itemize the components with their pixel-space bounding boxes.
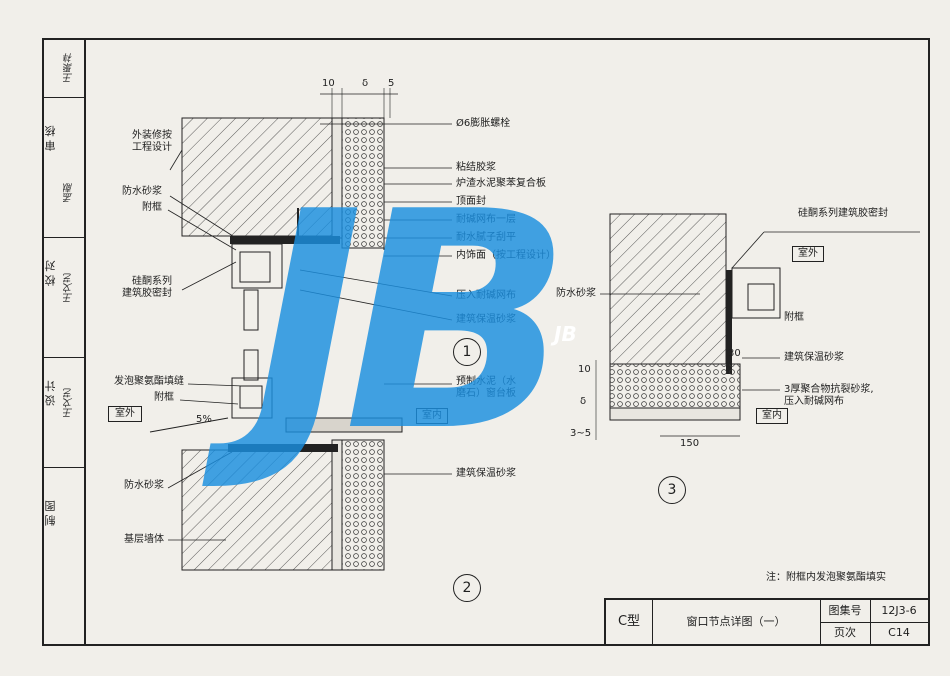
title-type: C型 [606, 600, 653, 644]
label-base-wall: 基层墙体 [124, 534, 164, 545]
drawing-note: 注：附框内发泡聚氨酯填实 [766, 572, 886, 583]
label-silicone: 硅酮系列 建筑胶密封 [122, 276, 172, 299]
page-label: 页次 [820, 622, 871, 644]
atlas-label: 图集号 [820, 600, 871, 623]
label-mortar-3: 建筑保温砂浆 [784, 352, 844, 363]
dim-150: 150 [680, 438, 700, 449]
watermark-logo: JB [252, 148, 572, 497]
dim-3-5: 3~5 [570, 428, 592, 439]
label-board: 炉渣水泥聚苯复合板 [456, 178, 546, 189]
drawing-frame [42, 38, 930, 646]
label-slope: 5% [196, 414, 212, 425]
label-glue: 粘结胶浆 [456, 162, 496, 173]
label-anticrack: 3厚聚合物抗裂砂浆, 压入耐碱网布 [784, 384, 874, 407]
label-waterproof-mortar-2: 防水砂浆 [124, 480, 164, 491]
label-waterproof-3: 防水砂浆 [556, 288, 596, 299]
dim-delta: δ [580, 396, 587, 407]
label-putty: 耐水腻子刮平 [456, 232, 516, 243]
label-foam-fill: 发泡聚氨酯填缝 [114, 376, 184, 387]
detail-3-drawing [595, 213, 920, 440]
label-subframe: 附框 [142, 202, 162, 213]
label-mesh: 耐碱网布一层 [456, 214, 516, 225]
title-block: C型 窗口节点详图（一） 图集号 12J3-6 页次 C14 [604, 598, 930, 646]
label-subframe-2: 附框 [154, 392, 174, 403]
label-top-seal: 顶面封 [456, 196, 486, 207]
page-number: C14 [888, 626, 910, 639]
label-indoor-3: 室内 [756, 408, 788, 424]
label-indoor: 室内 [416, 408, 448, 424]
label-exterior-decor: 外装修按 工程设计 [132, 130, 172, 153]
watermark-small-text: JB [554, 322, 577, 346]
detail-2-marker: 2 [453, 574, 481, 602]
sidebar-top-cell: 王聚祥 [42, 38, 84, 98]
title-text: 窗口节点详图（一） [652, 600, 821, 644]
label-outdoor: 室外 [108, 406, 142, 422]
label-bolt: Ø6膨胀螺栓 [456, 118, 511, 129]
label-outdoor-3: 室外 [792, 246, 824, 262]
label-press-mesh: 压入耐碱网布 [456, 290, 516, 301]
dim-label: δ [362, 78, 369, 89]
label-interior: 内饰面（按工程设计） [456, 250, 556, 261]
dim-30: 30 [728, 348, 741, 359]
dim-label: 10 [322, 78, 335, 89]
dim-label: 5 [388, 78, 395, 89]
approval-sidebar: 王聚祥 审 核 校 对 孟献 设 计 王文艺 制 图 王文艺 [42, 38, 86, 646]
dim-10: 10 [578, 364, 591, 375]
label-silicone-3: 硅酮系列建筑胶密封 [798, 208, 888, 219]
sidebar-row-check: 校 对 孟献 [42, 183, 84, 358]
label-precast-sill: 预制水泥（水 磨石）窗台板 [456, 376, 516, 399]
detail-2-drawing [149, 349, 452, 571]
sidebar-row-design: 设 计 王文艺 [42, 273, 84, 468]
detail-3-marker: 3 [658, 476, 686, 504]
label-subframe-3: 附框 [784, 312, 804, 323]
detail-1-drawing [167, 88, 453, 331]
label-mortar: 建筑保温砂浆 [456, 314, 516, 325]
label-waterproof-mortar: 防水砂浆 [122, 186, 162, 197]
sidebar-row-review: 审 核 [42, 98, 84, 238]
detail-1-marker: 1 [453, 338, 481, 366]
atlas-number: 12J3-6 [870, 600, 928, 623]
label-mortar-2: 建筑保温砂浆 [456, 468, 516, 479]
